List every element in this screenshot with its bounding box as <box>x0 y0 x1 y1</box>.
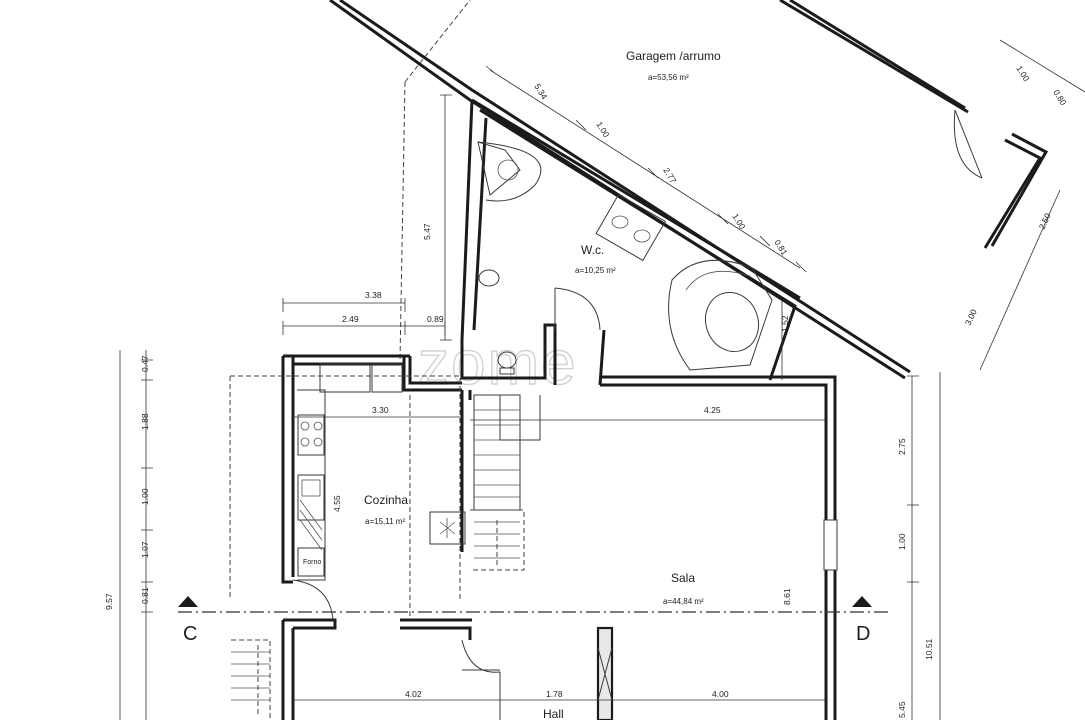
dim-1051: 10.51 <box>924 638 934 660</box>
dim-152: 1.52 <box>780 315 790 332</box>
dim-100d: 1.00 <box>730 212 747 232</box>
dimension-lines <box>119 39 1085 720</box>
section-label-c: C <box>183 623 197 645</box>
dim-425: 4.25 <box>704 405 721 415</box>
dim-338: 3.38 <box>365 290 382 300</box>
dim-249: 2.49 <box>342 314 359 324</box>
dim-250: 2.50 <box>1037 211 1053 230</box>
dim-188: 1.88 <box>140 413 150 430</box>
dim-089: 0.89 <box>427 314 444 324</box>
dim-100c: 1.00 <box>594 120 611 140</box>
room-name-hall: Hall <box>543 707 564 720</box>
dim-277: 2.77 <box>661 166 678 186</box>
room-area-cozinha: a=15,11 m² <box>365 517 405 526</box>
dim-100b: 1.00 <box>140 488 150 505</box>
dim-107: 1.07 <box>140 541 150 558</box>
dim-300: 3.00 <box>963 307 979 326</box>
section-label-d: D <box>856 623 870 645</box>
room-name-sala: Sala <box>671 571 695 585</box>
dim-400: 4.00 <box>712 689 729 699</box>
room-area-garagem: a=53,56 m² <box>648 73 689 82</box>
dim-080: 0.80 <box>1051 88 1068 108</box>
main-walls <box>281 354 838 720</box>
wc-walls <box>460 98 801 386</box>
dim-330: 3.30 <box>372 405 389 415</box>
dim-957: 9.57 <box>104 593 114 610</box>
room-name-garagem: Garagem /arrumo <box>626 49 721 63</box>
dim-100: 1.00 <box>897 533 907 550</box>
staircase <box>231 394 541 720</box>
room-area-sala: a=44,84 m² <box>663 597 704 606</box>
dim-545: 5.45 <box>897 701 907 718</box>
room-name-cozinha: Cozinha <box>364 493 408 507</box>
dim-455: 4.55 <box>332 495 342 512</box>
room-name-wc: W.c. <box>581 243 604 257</box>
room-area-wc: a=10,25 m² <box>575 266 616 275</box>
dim-275: 2.75 <box>897 438 907 455</box>
kitchen-furniture <box>229 363 466 621</box>
dim-861: 8.61 <box>782 588 792 605</box>
dim-547: 5.47 <box>422 223 432 240</box>
dim-081: 0.81 <box>140 587 150 604</box>
label-forno: Forno <box>303 559 321 566</box>
dim-100e: 1.00 <box>1014 64 1031 84</box>
dim-178: 1.78 <box>546 689 563 699</box>
dim-402: 4.02 <box>405 689 422 699</box>
dim-081b: 0.81 <box>772 238 789 258</box>
section-line <box>178 596 890 613</box>
dim-047: 0.47 <box>140 355 150 372</box>
